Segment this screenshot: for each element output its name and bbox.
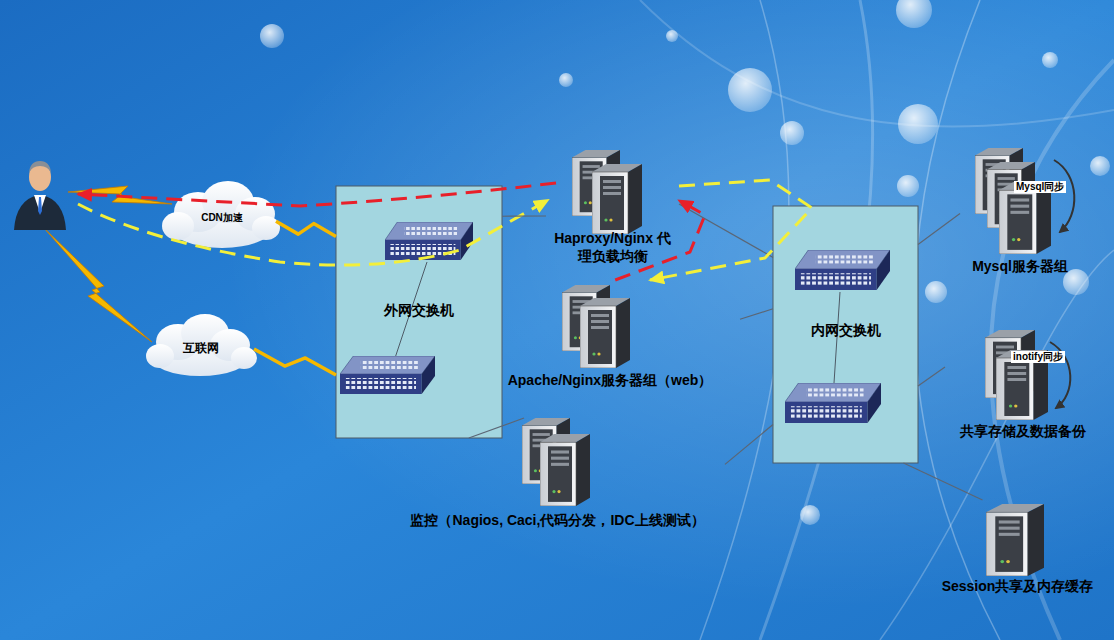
node-label: 监控（Nagios, Caci,代码分发，IDC上线测试） <box>410 512 704 530</box>
node-label: Mysql服务器组 <box>972 258 1068 276</box>
bubbles <box>1090 156 1110 176</box>
sync-arrows <box>1050 160 1074 408</box>
inner-switch-panel <box>795 250 890 290</box>
lightning-link <box>276 221 336 236</box>
network-cable <box>469 418 524 438</box>
node-label: 共享存储及数据备份 <box>960 423 1086 441</box>
servers <box>540 434 590 506</box>
node-label: 互联网 <box>183 341 219 356</box>
cdn-cloud <box>162 181 280 248</box>
internet-cloud <box>231 347 257 369</box>
response-flow-dashes <box>78 183 556 265</box>
bubbles <box>559 73 573 87</box>
bubbles <box>780 121 804 145</box>
response-flow-dashes <box>78 183 556 206</box>
switch-panel: 外网交换机 <box>336 186 502 438</box>
bubbles <box>898 104 938 144</box>
servers <box>522 148 1051 576</box>
server-group: 监控（Nagios, Caci,代码分发，IDC上线测试） <box>390 418 725 534</box>
server-group: Haproxy/Nginx 代理负载均衡 <box>546 150 679 270</box>
server-group: Apache/Nginx服务器组（web） <box>480 280 740 392</box>
servers <box>580 298 630 368</box>
server-group: 共享存储及数据备份 <box>945 325 1100 445</box>
network-cable <box>904 463 983 500</box>
node-label: Haproxy/Nginx 代理负载均衡 <box>550 230 675 266</box>
outer-switch-panel <box>336 186 502 438</box>
flow-arrow <box>650 180 812 280</box>
switch-panel: 内网交换机 <box>773 206 918 463</box>
light-curves <box>640 0 1114 640</box>
servers <box>986 504 1044 576</box>
sync-arrows <box>1054 160 1074 232</box>
server-group: Session共享及内存缓存 <box>930 500 1105 600</box>
cloud-node: CDN加速 <box>168 185 276 251</box>
bubbles <box>896 0 932 28</box>
user-figure <box>38 197 42 215</box>
cdn-cloud <box>252 216 280 240</box>
node-label: Apache/Nginx服务器组（web） <box>508 372 713 390</box>
bubbles <box>260 0 1110 525</box>
cloud-node: 互联网 <box>148 318 254 380</box>
user-figure <box>14 161 66 230</box>
bubbles <box>260 24 284 48</box>
outer-switch-panel <box>340 356 435 394</box>
network-cable <box>740 309 773 319</box>
node-label: 外网交换机 <box>384 302 454 320</box>
node-label: Session共享及内存缓存 <box>942 578 1094 596</box>
network-cable <box>502 215 546 216</box>
bubbles <box>1042 52 1058 68</box>
outer-switch-panel <box>336 186 502 438</box>
bubbles <box>925 281 947 303</box>
lightning-link <box>254 349 336 375</box>
outer-switch-panel <box>385 222 473 260</box>
network-cable <box>725 424 773 464</box>
light-curves <box>640 0 1114 127</box>
bubbles <box>897 175 919 197</box>
lightning-bolts <box>44 186 172 342</box>
bubbles <box>666 30 678 42</box>
inner-switch-panel <box>773 206 918 463</box>
bubbles <box>728 68 772 112</box>
inner-switch-panel <box>785 383 881 423</box>
sync-label: Mysql同步 <box>1014 181 1066 193</box>
internet-cloud <box>146 314 257 376</box>
sync-label: inotify同步 <box>1011 351 1065 363</box>
node-label: CDN加速 <box>201 212 243 225</box>
node-label: 内网交换机 <box>811 322 881 340</box>
internet-cloud <box>146 344 174 368</box>
user-figure <box>29 161 51 173</box>
network-cable <box>918 214 960 245</box>
inner-switch-panel <box>773 206 918 463</box>
response-flow-dashes <box>78 200 548 265</box>
servers <box>592 164 642 234</box>
network-cable <box>918 367 945 386</box>
cdn-cloud <box>162 212 194 240</box>
user-figure <box>14 195 66 230</box>
bubbles <box>800 505 820 525</box>
server-group: Mysql服务器组 <box>960 145 1080 282</box>
network-cable <box>679 204 773 257</box>
lightning-bolts <box>44 228 152 342</box>
